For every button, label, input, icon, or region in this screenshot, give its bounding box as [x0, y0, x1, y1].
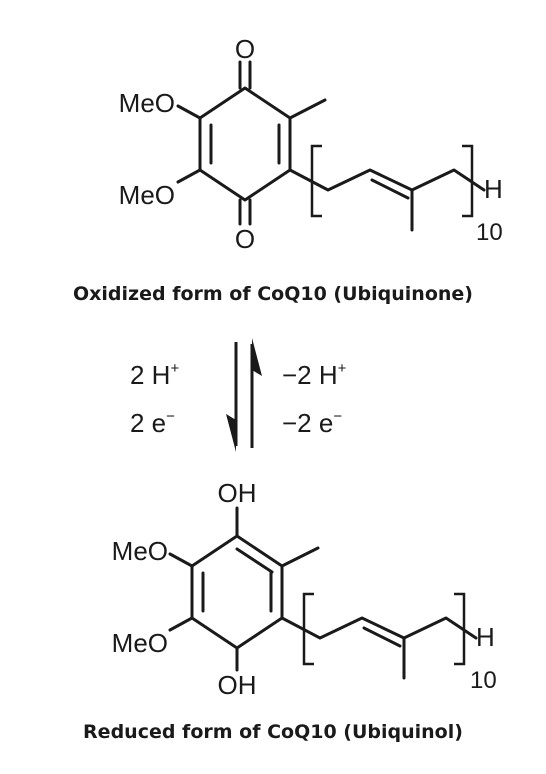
reverse-protons-label: −2 H+: [282, 360, 347, 390]
methoxy-lower-bond-reduced: [168, 616, 194, 632]
forward-protons-label: 2 H+: [130, 360, 179, 390]
ubiquinol-structure: OH OH MeO MeO H 10: [112, 478, 497, 700]
methoxy-lower-bond: [176, 168, 202, 184]
methyl-bond-reduced: [280, 546, 320, 568]
methoxy-upper-label-reduced: MeO: [112, 536, 168, 566]
repeat-count-label-reduced: 10: [470, 667, 497, 694]
repeat-bracket-left-reduced: [302, 592, 314, 666]
tail-double-bond: [370, 178, 410, 200]
end-group-label-reduced: H: [476, 622, 495, 652]
aromatic-ring: [190, 534, 284, 650]
repeat-bracket-right-reduced: [454, 592, 466, 666]
methyl-bond: [288, 98, 327, 120]
carbonyl-oxygen-bottom: O: [235, 224, 255, 254]
end-group-label: H: [484, 174, 503, 204]
hydroxyl-bottom-label: OH: [218, 670, 257, 700]
aromatic-double-bond-top: [235, 547, 274, 574]
repeat-bracket-right: [462, 144, 474, 218]
methoxy-upper-label: MeO: [119, 88, 175, 118]
hydroxyl-top-label: OH: [218, 478, 257, 508]
reverse-arrow-head: [252, 338, 262, 376]
ubiquinol-caption: Reduced form of CoQ10 (Ubiquinol): [83, 721, 463, 743]
carbonyl-oxygen-top: O: [235, 34, 255, 64]
methoxy-lower-label: MeO: [119, 180, 175, 210]
methoxy-upper-bond-reduced: [168, 552, 194, 568]
reverse-electrons-label: −2 e−: [282, 408, 342, 438]
quinone-ring: [198, 86, 292, 202]
equilibrium-arrows: [226, 338, 262, 452]
forward-arrow-head: [226, 414, 236, 452]
ubiquinone-structure: O O MeO MeO H 10: [119, 34, 503, 254]
repeat-count-label: 10: [476, 219, 503, 246]
repeat-bracket-left: [310, 144, 322, 218]
methoxy-lower-label-reduced: MeO: [112, 628, 168, 658]
isoprenoid-tail-reduced: [280, 616, 478, 640]
tail-double-bond-reduced: [362, 626, 402, 648]
ubiquinone-caption: Oxidized form of CoQ10 (Ubiquinone): [73, 283, 473, 305]
isoprenoid-tail: [288, 168, 486, 192]
forward-electrons-label: 2 e−: [130, 408, 175, 438]
methoxy-upper-bond: [176, 104, 202, 120]
